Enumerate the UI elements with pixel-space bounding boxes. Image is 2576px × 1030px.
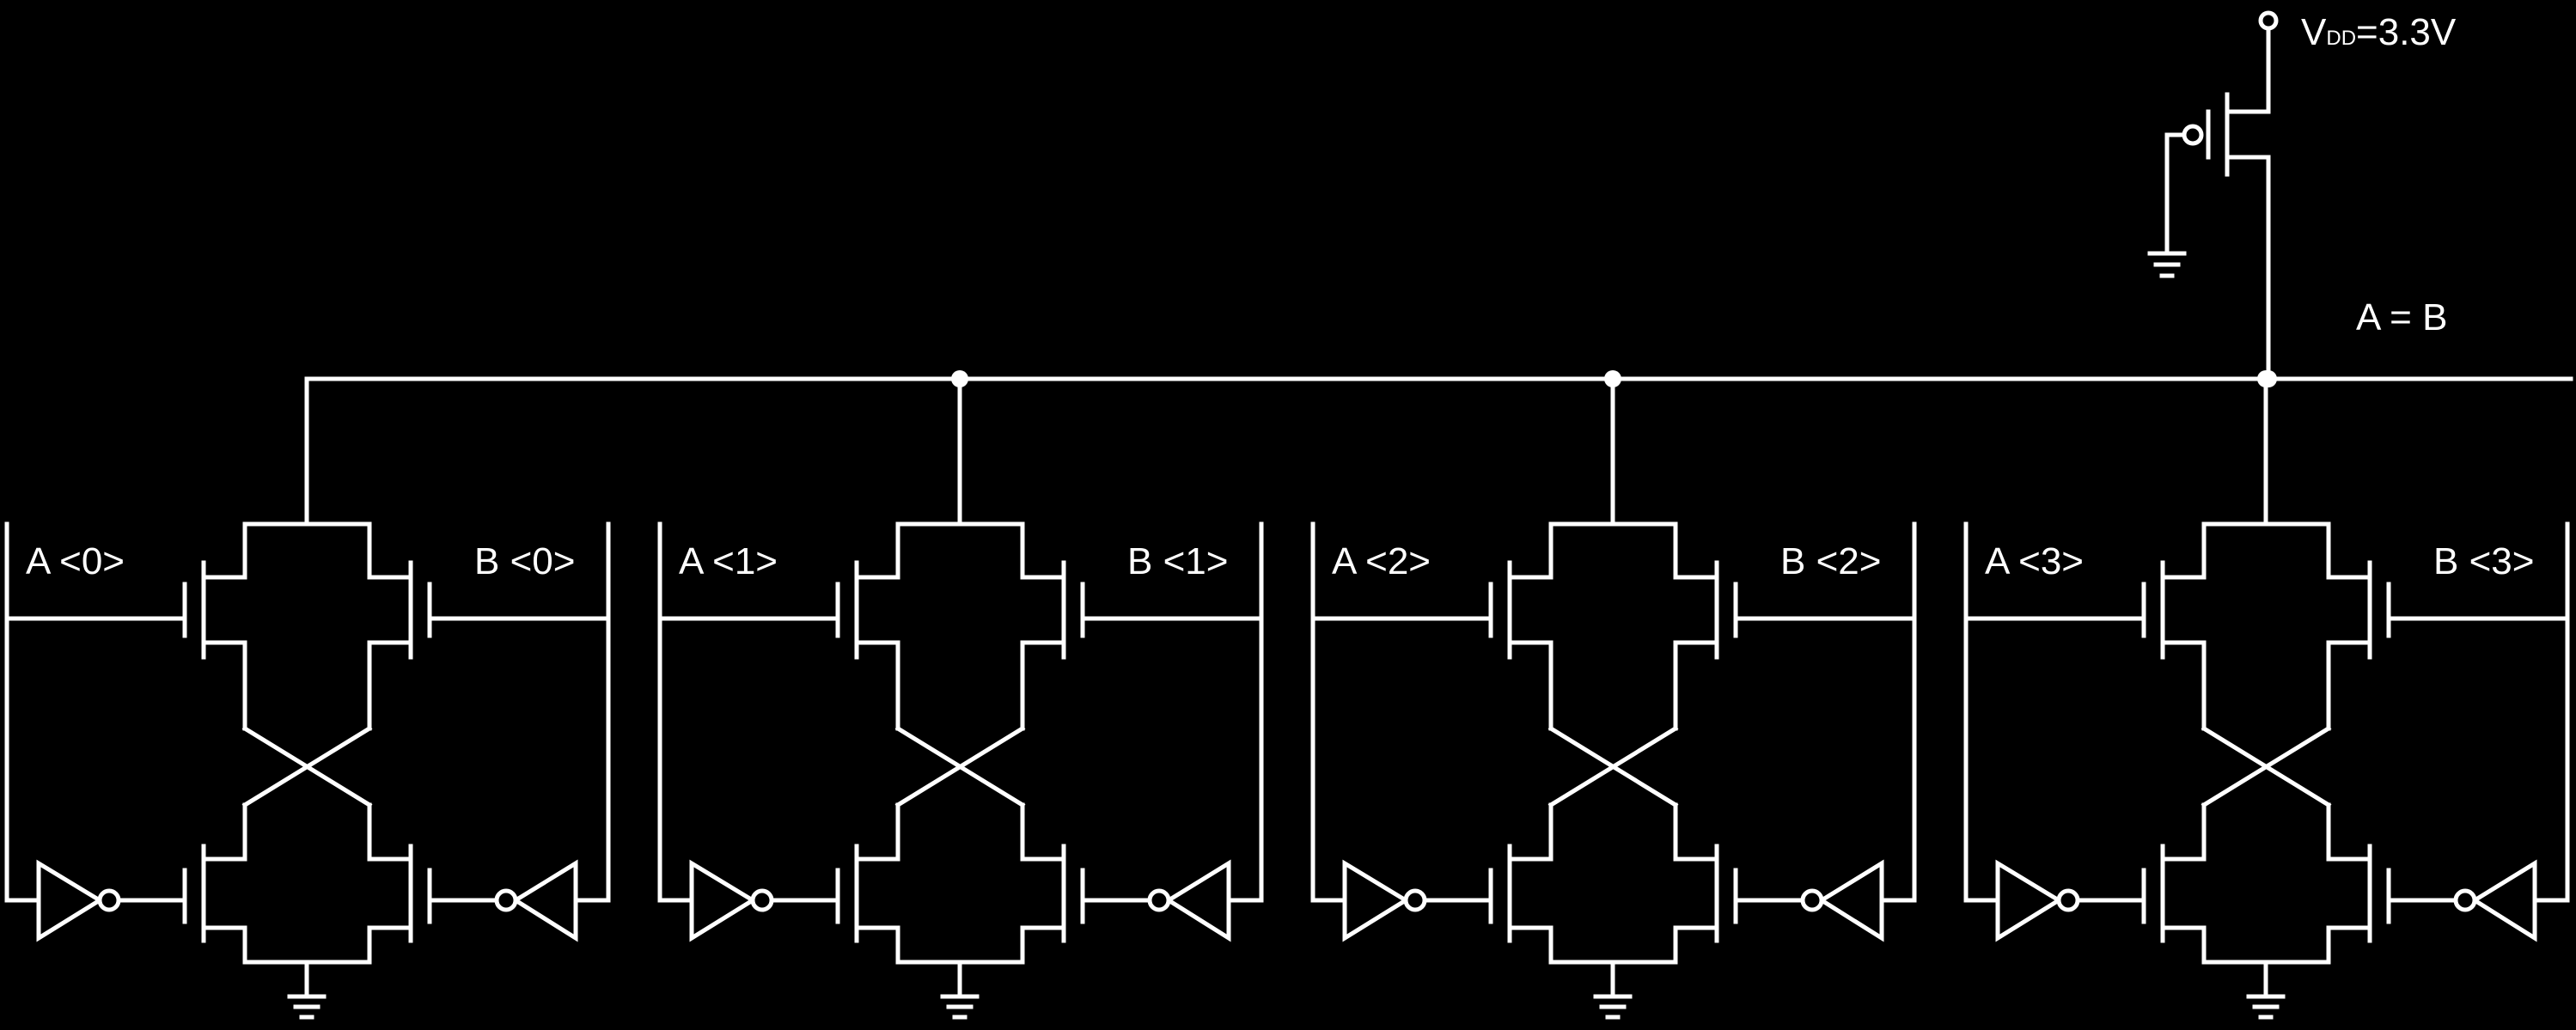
vdd-terminal-icon <box>2258 10 2279 31</box>
ground-icon <box>1593 994 1633 1020</box>
right-bottom-nmos-drain <box>1673 802 1719 862</box>
left-bottom-nmos-source <box>2160 925 2207 965</box>
right-bottom-nmos-drain <box>367 802 413 862</box>
a-input-bracket <box>4 521 41 903</box>
left-bottom-nmos-source <box>1507 925 1554 965</box>
junction-dot <box>1604 370 1621 387</box>
right-bottom-nmos-source <box>1020 925 1066 965</box>
right-top-nmos-source <box>1673 640 1719 731</box>
left-bottom-nmos-drain <box>2160 802 2207 862</box>
b-input-bracket <box>2532 521 2570 903</box>
right-top-nmos-drain <box>367 521 413 580</box>
a-input-label: A <1> <box>679 540 778 582</box>
vdd-label-subscript: DD <box>2326 27 2356 50</box>
a-input-label: A <0> <box>26 540 125 582</box>
left-top-nmos-source <box>854 640 900 731</box>
b-input-bracket <box>573 521 611 903</box>
cross-wire-2 <box>2201 725 2332 808</box>
b-input-bracket <box>1226 521 1264 903</box>
right-top-nmos-drain <box>1020 521 1066 580</box>
output-label: A = B <box>2356 296 2447 338</box>
left-top-nmos-drain <box>201 521 247 580</box>
right-bottom-nmos-source <box>2326 925 2372 965</box>
a-input-label: A <2> <box>1332 540 1431 582</box>
a-input-bracket <box>1310 521 1347 903</box>
xnor-cell-bit-2: A <2> B <2> <box>1310 370 1917 1020</box>
right-bottom-nmos-source <box>1673 925 1719 965</box>
b-input-label: B <2> <box>1780 540 1881 582</box>
xnor-cell-bit-0: A <0> B <0> <box>4 376 611 1020</box>
cross-wire-2 <box>241 725 373 808</box>
junction-dot <box>2257 370 2274 387</box>
cross-wire-2 <box>1547 725 1679 808</box>
left-bottom-nmos-source <box>201 925 247 965</box>
vdd-label-prefix: V <box>2301 11 2327 53</box>
b-input-label: B <0> <box>474 540 575 582</box>
left-top-nmos-source <box>1507 640 1554 731</box>
right-top-nmos-drain <box>2326 521 2372 580</box>
left-bottom-nmos-source <box>854 925 900 965</box>
inverter-b-icon <box>494 859 578 942</box>
left-top-nmos-source <box>201 640 247 731</box>
comparator-cells: A <0> B <0> A <1> B <1> A <2> B <2> A <3> B <3> <box>4 370 2570 1020</box>
inverter-b-icon <box>1147 859 1231 942</box>
right-top-nmos-source <box>367 640 413 731</box>
right-top-nmos-source <box>2326 640 2372 731</box>
left-bottom-nmos-drain <box>201 802 247 862</box>
right-top-nmos-source <box>1020 640 1066 731</box>
match-line-wiring <box>304 155 2573 387</box>
ground-icon <box>940 994 980 1020</box>
a-input-label: A <3> <box>1985 540 2084 582</box>
right-bottom-nmos-drain <box>2326 802 2372 862</box>
xnor-cell-bit-3: A <3> B <3> <box>1963 370 2570 1020</box>
pmos-gate-bubble-icon <box>2182 124 2204 146</box>
vdd-label-value: =3.3V <box>2356 11 2457 53</box>
inverter-a-icon <box>1342 859 1427 942</box>
inverter-b-icon <box>1800 859 1884 942</box>
pmos-pullup-transistor <box>2147 10 2279 278</box>
right-bottom-nmos-source <box>367 925 413 965</box>
ground-icon <box>287 994 327 1020</box>
b-input-label: B <1> <box>1127 540 1228 582</box>
b-input-label: B <3> <box>2433 540 2534 582</box>
pmos-ground-icon <box>2147 251 2187 278</box>
a-input-bracket <box>657 521 694 903</box>
left-top-nmos-drain <box>854 521 900 580</box>
left-bottom-nmos-drain <box>854 802 900 862</box>
cross-wire-2 <box>894 725 1026 808</box>
xnor-cell-bit-1: A <1> B <1> <box>657 370 1264 1020</box>
a-input-bracket <box>1963 521 2000 903</box>
b-input-bracket <box>1879 521 1917 903</box>
left-top-nmos-drain <box>2160 521 2207 580</box>
inverter-a-icon <box>36 859 121 942</box>
ground-icon <box>2246 994 2286 1020</box>
left-top-nmos-source <box>2160 640 2207 731</box>
right-bottom-nmos-drain <box>1020 802 1066 862</box>
left-bottom-nmos-drain <box>1507 802 1554 862</box>
left-top-nmos-drain <box>1507 521 1554 580</box>
right-top-nmos-drain <box>1673 521 1719 580</box>
inverter-a-icon <box>689 859 774 942</box>
inverter-b-icon <box>2453 859 2537 942</box>
vdd-label: VDD=3.3V <box>2301 11 2457 53</box>
inverter-a-icon <box>1995 859 2080 942</box>
junction-dot <box>951 370 968 387</box>
